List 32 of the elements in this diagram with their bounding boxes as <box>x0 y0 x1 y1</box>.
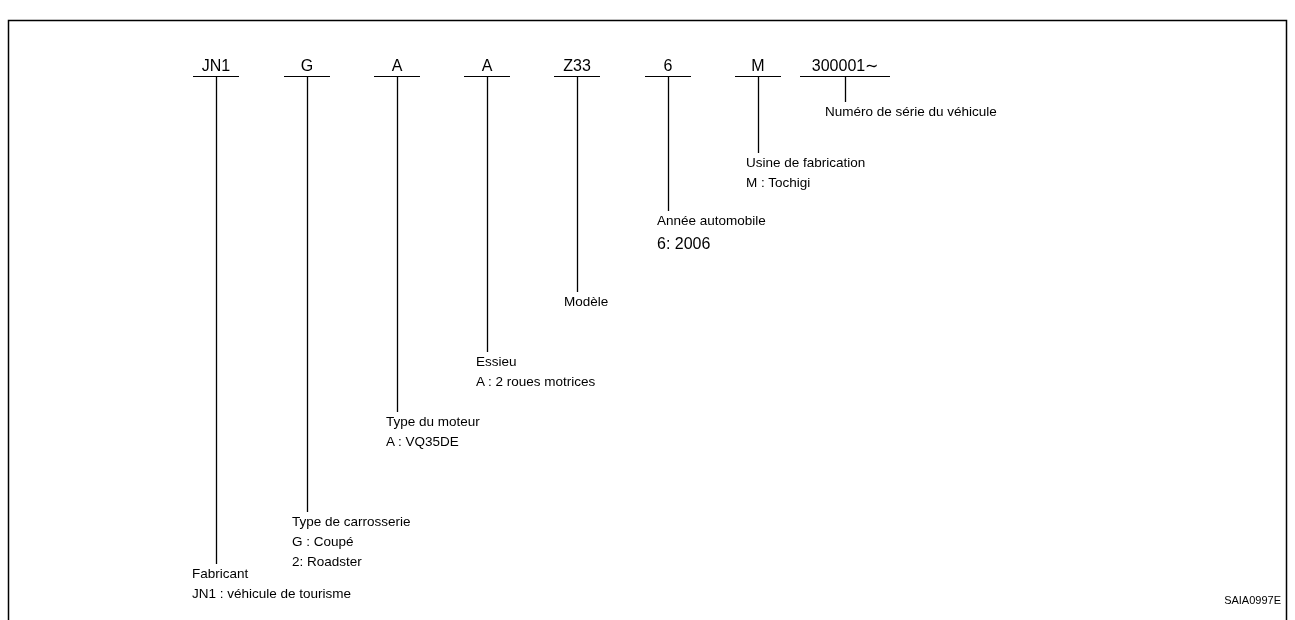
leader-line <box>844 76 847 103</box>
leader-line <box>576 76 579 293</box>
description-heading: Type du moteur <box>386 413 480 431</box>
description-value: A : 2 roues motrices <box>476 373 596 391</box>
description-value: 2: Roadster <box>292 553 363 571</box>
vin-code-segment: 300001∼ <box>800 56 890 77</box>
figure-code: SAIA0997E <box>1224 594 1281 606</box>
description-heading: Modèle <box>564 293 609 311</box>
leader-line <box>667 76 670 212</box>
vin-code-segment: Z33 <box>554 56 600 77</box>
vin-code-segment: JN1 <box>193 56 239 77</box>
description-value: G : Coupé <box>292 533 355 551</box>
vin-code-segment: G <box>284 56 330 77</box>
description-heading: Fabricant <box>192 565 250 583</box>
description-heading: Numéro de série du véhicule <box>825 103 997 121</box>
description-heading: Année automobile <box>657 212 766 230</box>
leader-line <box>396 76 399 413</box>
description-value: 6: 2006 <box>657 234 712 254</box>
description-heading: Essieu <box>476 353 518 371</box>
vin-code-segment: 6 <box>645 56 691 77</box>
description-heading: Type de carrosserie <box>292 513 411 531</box>
description-value: A : VQ35DE <box>386 433 460 451</box>
description-heading: Usine de fabrication <box>746 154 866 172</box>
leader-line <box>757 76 760 154</box>
vin-code-segment: A <box>464 56 510 77</box>
leader-line <box>215 76 218 565</box>
description-value: M : Tochigi <box>746 174 812 192</box>
leader-line <box>306 76 309 513</box>
leader-line <box>486 76 489 353</box>
vin-code-segment: M <box>735 56 781 77</box>
vin-code-segment: A <box>374 56 420 77</box>
description-value: JN1 : véhicule de tourisme <box>192 585 352 603</box>
